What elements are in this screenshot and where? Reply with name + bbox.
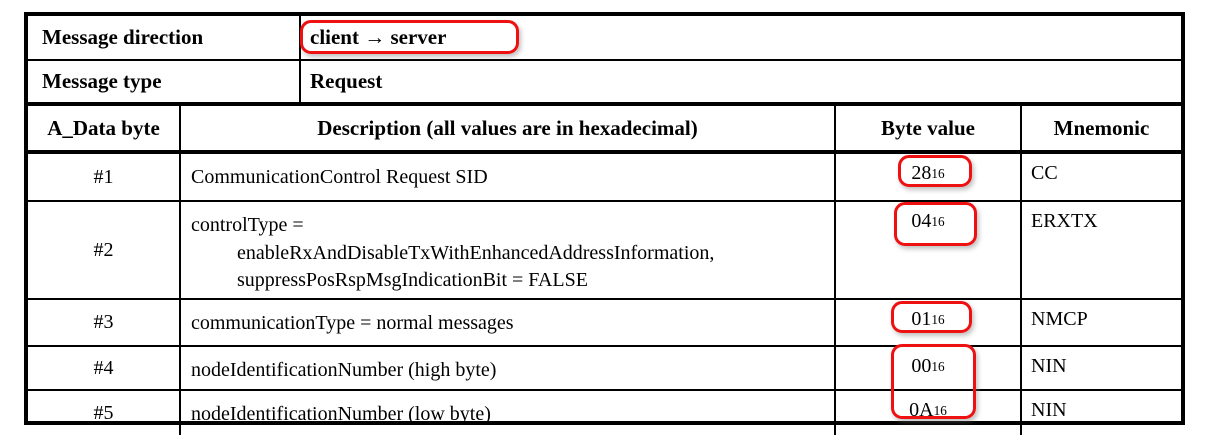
column-header-byte-value: Byte value	[836, 106, 1022, 150]
cell-mnemonic: NMCP	[1031, 308, 1088, 330]
column-header-a-data-byte: A_Data byte	[28, 106, 181, 150]
byte-value-base: 16	[931, 213, 945, 229]
byte-value-base: 16	[931, 165, 945, 181]
cell-mnemonic: NIN	[1031, 399, 1067, 421]
description-line-3: suppressPosRspMsgIndicationBit = FALSE	[237, 269, 588, 292]
table-row-message-direction: Message direction client → server	[28, 16, 1181, 61]
byte-value-digits: 28	[911, 162, 932, 184]
byte-value-base: 16	[931, 358, 945, 374]
cell-description: CommunicationControl Request SID	[181, 154, 836, 200]
table-row: #4 nodeIdentificationNumber (high byte) …	[28, 347, 1181, 391]
cell-mnemonic: ERXTX	[1031, 210, 1098, 232]
byte-value-base: 16	[933, 402, 947, 418]
cell-description: nodeIdentificationNumber (high byte)	[181, 347, 836, 389]
cell-a-data-byte: #4	[28, 347, 181, 389]
table-row: #2 controlType = enableRxAndDisableTxWit…	[28, 202, 1181, 300]
table-row-message-type: Message type Request	[28, 61, 1181, 106]
message-direction-value: client → server	[310, 25, 447, 49]
cell-mnemonic: NIN	[1031, 355, 1067, 377]
cell-description: nodeIdentificationNumber (low byte)	[181, 391, 836, 435]
column-header-description: Description (all values are in hexadecim…	[181, 106, 836, 150]
message-definition-table: Message direction client → server Messag…	[24, 12, 1185, 435]
column-header-mnemonic: Mnemonic	[1053, 115, 1150, 140]
description-line-1: controlType =	[191, 214, 304, 236]
byte-value-base: 16	[931, 311, 945, 327]
byte-value-digits: 00	[911, 355, 932, 377]
description-line-2: enableRxAndDisableTxWithEnhancedAddressI…	[237, 241, 715, 264]
byte-value-digits: 04	[911, 210, 932, 232]
table-row: #3 communicationType = normal messages 0…	[28, 300, 1181, 347]
message-direction-label: Message direction	[28, 16, 301, 59]
cell-a-data-byte: #1	[28, 154, 181, 200]
cell-description: communicationType = normal messages	[181, 300, 836, 345]
byte-value-digits: 0A	[909, 399, 934, 421]
table-row: #5 nodeIdentificationNumber (low byte) 0…	[28, 391, 1181, 435]
table-header-row: A_Data byte Description (all values are …	[28, 106, 1181, 154]
cell-a-data-byte: #2	[28, 202, 181, 298]
cell-a-data-byte: #3	[28, 300, 181, 345]
cell-mnemonic: CC	[1031, 162, 1058, 184]
cell-description: controlType = enableRxAndDisableTxWithEn…	[181, 202, 836, 298]
byte-value-digits: 01	[911, 308, 932, 330]
message-type-value: Request	[310, 69, 383, 93]
message-type-label: Message type	[28, 61, 301, 102]
cell-a-data-byte: #5	[28, 391, 181, 435]
